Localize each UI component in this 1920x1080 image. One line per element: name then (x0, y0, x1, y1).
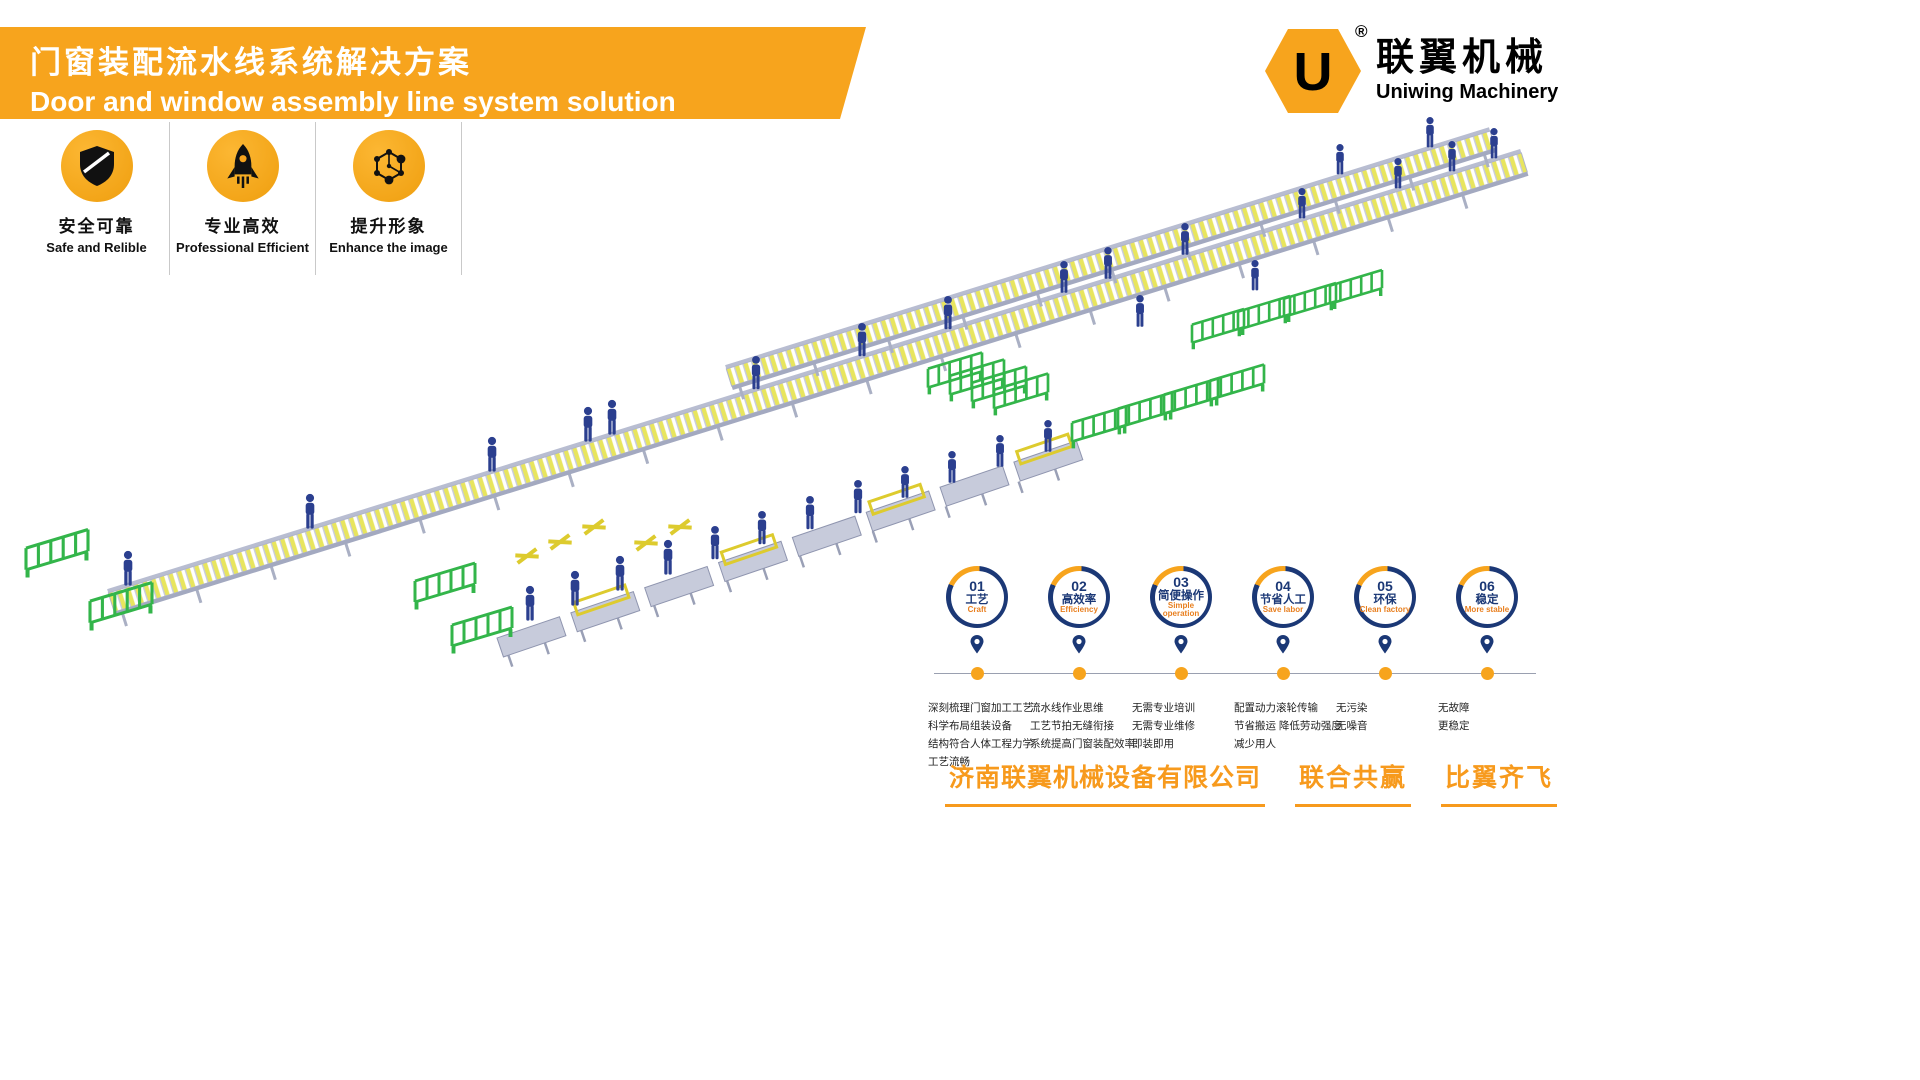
feature-description: 无污染 无噪音 (1336, 702, 1368, 732)
map-pin-icon (1276, 635, 1290, 654)
feature-column-craft: 01 工艺 Craft 深刻梳理门窗加工工艺 科学布局组装设备 结构符合人体工程… (926, 566, 1033, 771)
map-pin-icon (970, 635, 984, 654)
feature-title-en: Save labor (1262, 605, 1304, 615)
feature-title-en: Efficiency (1060, 605, 1098, 615)
timeline-dot (1174, 667, 1188, 680)
feature-description: 流水线作业思维 工艺节拍无缝衔接 系统提高门窗装配效率 (1030, 702, 1135, 750)
feature-description: 深刻梳理门窗加工工艺 科学布局组装设备 结构符合人体工程力学 工艺流畅 (928, 702, 1033, 768)
feature-circle: 06 稳定 More stable (1456, 566, 1518, 628)
feature-number: 06 (1479, 578, 1495, 595)
feature-title-en: More stable (1464, 605, 1510, 615)
feature-number: 02 (1071, 578, 1087, 595)
map-pin-icon (1378, 635, 1392, 654)
registered-mark: ® (1355, 22, 1368, 41)
feature-circle: 03 简便操作 Simple operation (1150, 566, 1212, 628)
slogan-fly-together: 比翼齐飞 (1441, 758, 1558, 807)
assembly-stations (496, 432, 1085, 668)
brand-name-zh: 联翼机械 (1376, 36, 1549, 79)
rocket-icon (226, 144, 259, 188)
hexagon-u-icon: U (1265, 29, 1361, 113)
timeline-dot (1276, 667, 1290, 680)
window-frame-parts (515, 518, 692, 565)
timeline-rule (934, 673, 1536, 674)
feature-title-zh: 高效率 (1061, 594, 1097, 607)
page-title-zh: 门窗装配流水线系统解决方案 (30, 45, 472, 80)
badge-image: 提升形象 Enhance the image (316, 122, 462, 275)
feature-number: 04 (1275, 578, 1291, 595)
feature-column-simple-operation: 03 简便操作 Simple operation 无需专业培训 无需专业维修 即… (1130, 566, 1232, 771)
feature-title-zh: 稳定 (1475, 594, 1499, 607)
header-banner: 门窗装配流水线系统解决方案 Door and window assembly l… (0, 27, 866, 119)
feature-title-zh: 工艺 (965, 594, 989, 607)
badge-professional: 专业高效 Professional Efficient (170, 122, 316, 275)
feature-number: 03 (1173, 574, 1189, 591)
feature-title-en: Clean factory (1359, 605, 1411, 615)
feature-circle: 04 节省人工 Save labor (1252, 566, 1314, 628)
timeline-dot (1378, 667, 1392, 680)
feature-title-zh: 简便操作 (1158, 589, 1204, 602)
badge-safe: 安全可靠 Safe and Relible (24, 122, 170, 275)
feature-column-efficiency: 02 高效率 Efficiency 流水线作业思维 工艺节拍无缝衔接 系统提高门… (1028, 566, 1135, 771)
page-title-en: Door and window assembly line system sol… (30, 86, 676, 117)
conveyor-main (107, 149, 1529, 627)
map-pin-icon (1174, 635, 1188, 654)
logo-text: 联翼机械 Uniwing Machinery (1376, 36, 1559, 105)
molecule-icon (373, 149, 405, 185)
features-section: 01 工艺 Craft 深刻梳理门窗加工工艺 科学布局组装设备 结构符合人体工程… (926, 566, 1540, 771)
feature-circle: 01 工艺 Craft (946, 566, 1008, 628)
badge-title-en: Professional Efficient (176, 240, 309, 255)
brand-logo: U ® 联翼机械 Uniwing Machinery (1262, 22, 1559, 116)
feature-circle: 05 环保 Clean factory (1354, 566, 1416, 628)
badge-title-en: Enhance the image (329, 240, 448, 255)
timeline-dot (970, 667, 984, 680)
shield-icon (79, 146, 114, 186)
badges-row: 安全可靠 Safe and Relible 专业高效 Professional … (24, 122, 462, 275)
logo-hexagon: U ® (1262, 22, 1368, 116)
badge-title-zh: 专业高效 (204, 217, 281, 236)
company-name: 济南联翼机械设备有限公司 (945, 758, 1266, 807)
map-pin-icon (1072, 635, 1086, 654)
slogan-win-win: 联合共赢 (1295, 758, 1412, 807)
feature-title-zh: 节省人工 (1260, 594, 1306, 607)
footer-slogans: 济南联翼机械设备有限公司 联合共赢 比翼齐飞 (945, 758, 1558, 807)
feature-title-zh: 环保 (1373, 594, 1397, 607)
badge-title-zh: 安全可靠 (58, 217, 135, 236)
feature-circle: 02 高效率 Efficiency (1048, 566, 1110, 628)
feature-description: 无需专业培训 无需专业维修 即装即用 (1132, 702, 1195, 750)
timeline-dot (1072, 667, 1086, 680)
feature-column-clean-factory: 05 环保 Clean factory 无污染 无噪音 (1334, 566, 1436, 771)
feature-description: 无故障 更稳定 (1438, 702, 1470, 732)
feature-title-en: Simple operation (1162, 600, 1200, 619)
badge-title-en: Safe and Relible (46, 240, 147, 255)
svg-text:U: U (1294, 42, 1333, 102)
feature-number: 01 (969, 578, 985, 595)
timeline-dot (1480, 667, 1494, 680)
feature-column-save-labor: 04 节省人工 Save labor 配置动力滚轮传输 节省搬运 降低劳动强度 … (1232, 566, 1342, 771)
feature-column-more-stable: 06 稳定 More stable 无故障 更稳定 (1436, 566, 1538, 771)
feature-description: 配置动力滚轮传输 节省搬运 降低劳动强度 减少用人 (1234, 702, 1342, 750)
badge-title-zh: 提升形象 (350, 217, 427, 236)
brand-name-en: Uniwing Machinery (1376, 81, 1559, 104)
map-pin-icon (1480, 635, 1494, 654)
feature-number: 05 (1377, 578, 1393, 595)
feature-title-en: Craft (967, 605, 987, 615)
